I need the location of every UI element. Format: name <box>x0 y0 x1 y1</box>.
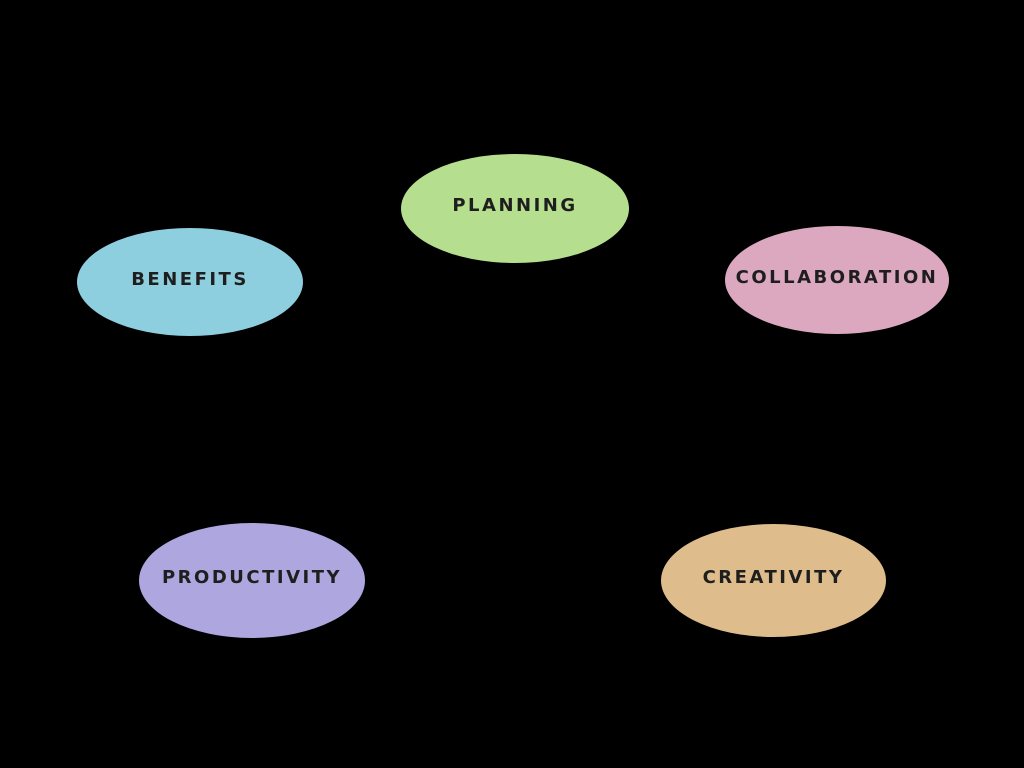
node-planning[interactable]: PLANNING <box>401 154 629 263</box>
node-collaboration-label: COLLABORATION <box>735 266 939 288</box>
node-collaboration[interactable]: COLLABORATION <box>725 226 949 334</box>
node-productivity-label: PRODUCTIVITY <box>161 567 343 588</box>
node-planning-label: PLANNING <box>452 195 578 216</box>
node-creativity[interactable]: CREATIVITY <box>661 524 886 637</box>
node-productivity[interactable]: PRODUCTIVITY <box>139 523 365 638</box>
node-benefits-label: BENEFITS <box>131 268 249 290</box>
node-creativity-label: CREATIVITY <box>702 567 845 588</box>
node-benefits[interactable]: BENEFITS <box>77 228 303 336</box>
